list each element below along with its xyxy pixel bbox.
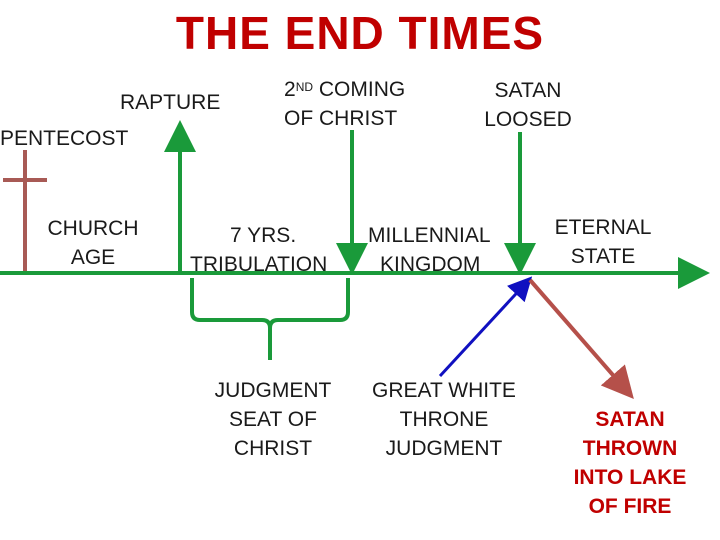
great-white-throne-label: GREAT WHITE THRONE JUDGMENT (372, 379, 516, 460)
satan-loosed-label: SATAN LOOSED (484, 79, 572, 131)
church-age-label: CHURCH AGE (47, 217, 139, 269)
seven-years-label: 7 YRS. (230, 224, 297, 247)
kingdom-label: KINGDOM (380, 253, 481, 276)
rapture-label: RAPTURE (120, 91, 221, 114)
lake-of-fire-arrow (528, 278, 634, 400)
satan-thrown-label: SATAN THROWN INTO LAKE OF FIRE (573, 408, 687, 518)
page-title: THE END TIMES (175, 7, 545, 59)
tribulation-brace (190, 278, 350, 360)
tribulation-label: TRIBULATION (190, 253, 328, 276)
judgment-seat-label: JUDGMENT SEAT OF CHRIST (214, 379, 332, 460)
pentecost-label: PENTECOST (0, 127, 129, 150)
second-coming-label: 2ND COMING OF CHRIST (284, 78, 406, 130)
millennial-label: MILLENNIAL (368, 224, 491, 247)
eternal-state-label: ETERNAL STATE (554, 216, 652, 268)
great-white-throne-arrow (438, 276, 533, 378)
cross-icon (3, 150, 47, 275)
